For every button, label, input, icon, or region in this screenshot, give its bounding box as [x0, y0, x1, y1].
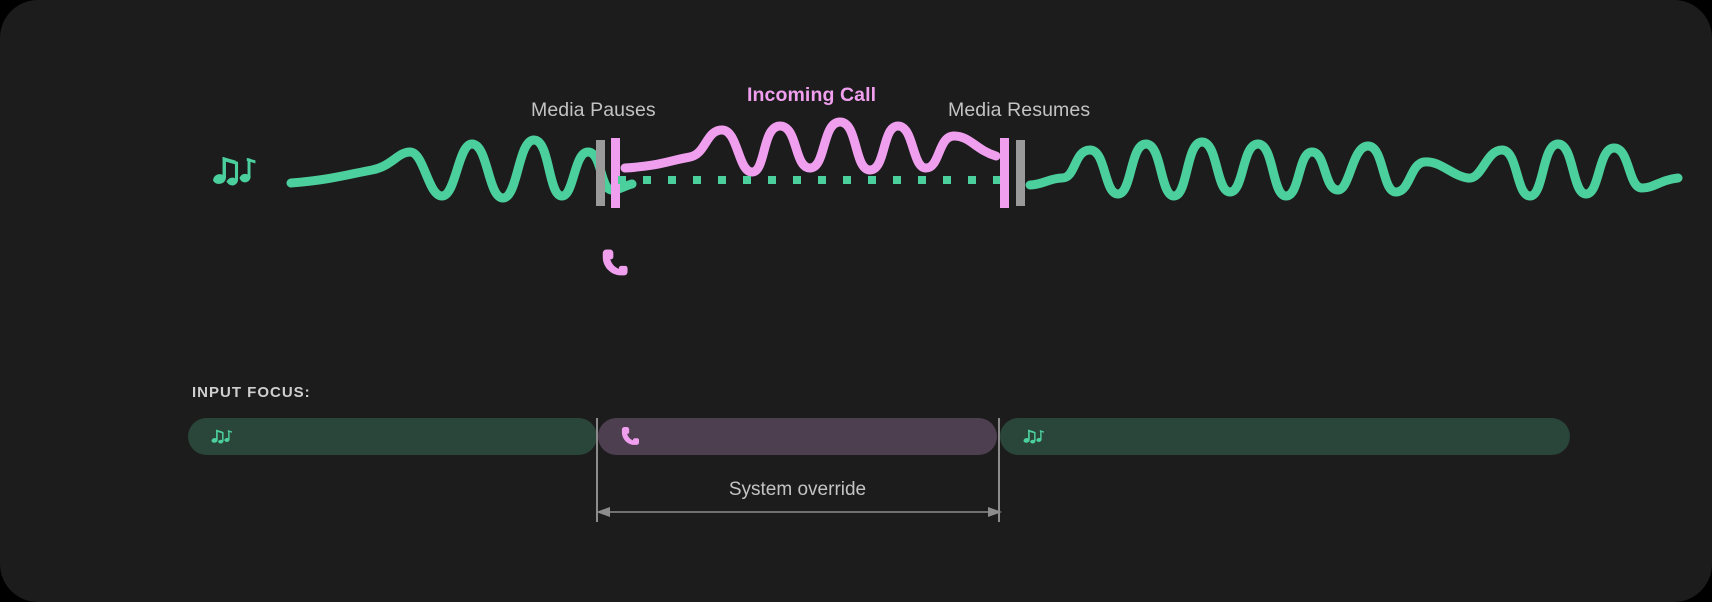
- waveform-media-right: [1025, 137, 1683, 201]
- override-boundary-left: [596, 418, 598, 522]
- music-notes-icon: [210, 426, 234, 448]
- resume-marker-gray: [1016, 140, 1025, 206]
- music-notes-icon: [213, 156, 256, 186]
- pause-marker-pink: [611, 138, 620, 208]
- label-media-resumes: Media Resumes: [948, 99, 1091, 121]
- music-notes-icon: [1022, 426, 1046, 448]
- focus-segment-media-left[interactable]: [188, 418, 597, 455]
- waveform-incoming-call: [620, 117, 1001, 177]
- waveform-media-left: [286, 135, 637, 203]
- focus-segment-call[interactable]: [598, 418, 997, 455]
- audio-timeline: Media Pauses Incoming Call Media Resumes: [213, 84, 1683, 276]
- paused-media-dotted-line: [618, 176, 1001, 184]
- focus-segment-media-right[interactable]: [1000, 418, 1570, 455]
- label-incoming-call: Incoming Call: [747, 84, 877, 106]
- system-override-label: System override: [728, 479, 867, 500]
- resume-marker-pink: [1000, 138, 1009, 208]
- phone-handset-icon: [602, 249, 628, 276]
- label-media-pauses: Media Pauses: [531, 99, 656, 121]
- input-focus-title: INPUT FOCUS:: [192, 384, 311, 401]
- pause-marker-gray: [596, 140, 605, 206]
- override-boundary-right: [998, 418, 1000, 522]
- phone-handset-icon: [620, 426, 641, 447]
- double-headed-arrow: [590, 502, 1008, 522]
